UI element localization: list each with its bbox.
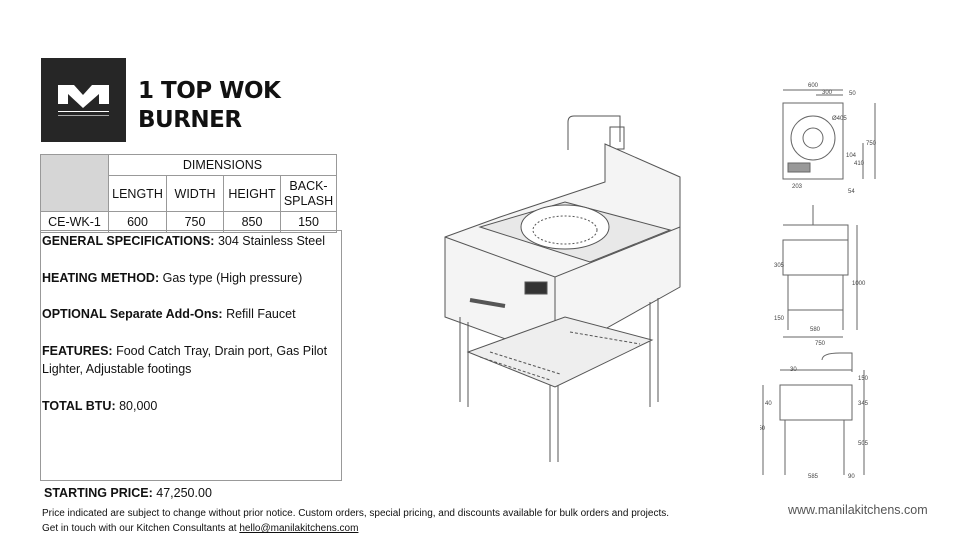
svg-text:345: 345 [858, 401, 869, 407]
dimensions-table: DIMENSIONS LENGTH WIDTH HEIGHT BACK-SPLA… [40, 154, 337, 233]
top-view [782, 89, 876, 180]
svg-text:50: 50 [849, 91, 856, 97]
svg-text:150: 150 [774, 316, 785, 322]
disclaimer: Price indicated are subject to change wi… [42, 508, 669, 534]
svg-text:600: 600 [808, 83, 819, 89]
svg-text:750: 750 [866, 141, 877, 147]
starting-price: STARTING PRICE: 47,250.00 [44, 486, 212, 500]
email-link[interactable]: hello@manilakitchens.com [239, 523, 359, 534]
header-height: HEIGHT [223, 175, 281, 212]
title-line-1: 1 TOP WOK [138, 78, 281, 104]
dimensions-header: DIMENSIONS [108, 154, 337, 176]
table-row: CE-WK-1 600 750 850 150 [40, 211, 337, 233]
svg-text:40: 40 [765, 401, 772, 407]
svg-text:1000: 1000 [852, 281, 866, 287]
blank-header-cell [40, 154, 109, 212]
svg-text:203: 203 [792, 184, 803, 190]
svg-text:150: 150 [858, 376, 869, 382]
height-cell: 850 [223, 211, 281, 233]
spec-heating: HEATING METHOD: Gas type (High pressure) [42, 270, 303, 285]
spec-btu: TOTAL BTU: 80,000 [42, 398, 158, 413]
product-title: 1 TOP WOK BURNER [138, 77, 281, 135]
width-cell: 750 [166, 211, 224, 233]
website[interactable]: www.manilakitchens.com [788, 503, 928, 517]
disclaimer-line-1: Price indicated are subject to change wi… [42, 508, 669, 519]
technical-drawings: 600 300 50 Ø405 750 410 104 54 203 305 1… [760, 83, 877, 480]
brand-logo [41, 58, 126, 142]
svg-text:305: 305 [774, 263, 785, 269]
svg-text:505: 505 [858, 441, 869, 447]
title-line-2: BURNER [138, 107, 242, 133]
header-length: LENGTH [108, 175, 167, 212]
spec-general: GENERAL SPECIFICATIONS: 304 Stainless St… [42, 234, 325, 248]
svg-text:30: 30 [790, 367, 797, 373]
model-cell: CE-WK-1 [40, 211, 109, 233]
svg-text:580: 580 [810, 327, 821, 333]
backsplash-cell: 150 [280, 211, 337, 233]
svg-text:585: 585 [808, 474, 819, 480]
svg-text:90: 90 [848, 474, 855, 480]
svg-text:850: 850 [760, 426, 766, 432]
header-backsplash: BACK-SPLASH [280, 175, 337, 212]
svg-text:300: 300 [822, 90, 833, 96]
logo-m-icon [58, 85, 109, 116]
spec-addons: OPTIONAL Separate Add-Ons: Refill Faucet [42, 307, 296, 322]
svg-text:750: 750 [815, 341, 826, 347]
svg-text:410: 410 [854, 161, 865, 167]
side-view [762, 352, 865, 475]
front-view [782, 205, 858, 338]
svg-text:104: 104 [846, 153, 857, 159]
svg-text:54: 54 [848, 189, 855, 195]
svg-text:Ø405: Ø405 [832, 116, 847, 122]
header-width: WIDTH [166, 175, 224, 212]
wok-burner-illustration [444, 115, 681, 462]
specifications: GENERAL SPECIFICATIONS: 304 Stainless St… [40, 230, 342, 481]
spec-features: FEATURES: Food Catch Tray, Drain port, G… [42, 343, 328, 377]
